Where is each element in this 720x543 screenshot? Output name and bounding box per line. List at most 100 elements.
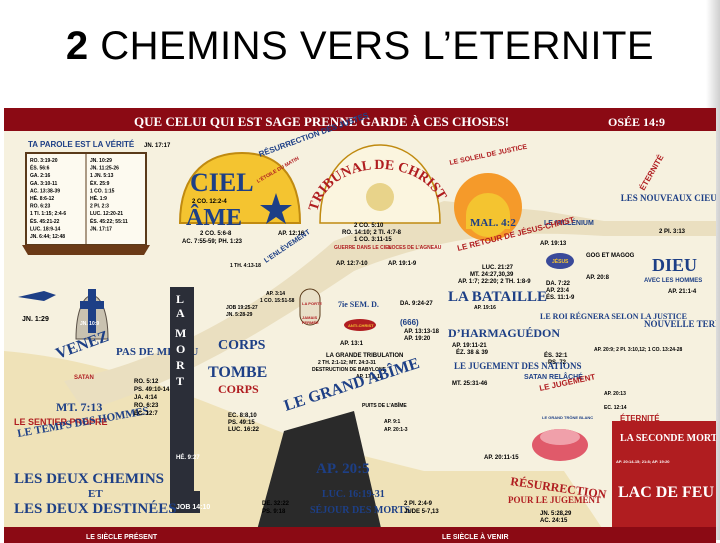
- da-7-22: DA. 7:22: [546, 281, 571, 287]
- trib-ref2: RO. 14:10; 2 TI. 4:7-8: [342, 230, 402, 236]
- svg-text:T: T: [176, 374, 184, 388]
- bible-ref-item: LUC. 18:9-14: [30, 226, 61, 232]
- cross-icon: [88, 289, 96, 333]
- ps-49-10: PS. 49:10-14: [134, 387, 170, 393]
- lac-ref: AP. 20:14-15; 21:8; AP. 19:20: [616, 459, 670, 464]
- ame-ref: 2 CO. 5:6-8: [200, 231, 232, 237]
- corps-label: CORPS: [218, 338, 266, 353]
- retour-ap: AP. 19:13: [540, 241, 567, 247]
- final-ap: AP. 20:11-15: [484, 455, 519, 461]
- ec-8-8: EC. 8:8,10: [228, 413, 257, 419]
- abime-block: LE GRAND ABÎME AP. 20:5 LUC. 16:19-31 SÉ…: [254, 353, 439, 541]
- grande-ref: 2 TH. 2:1-12; MT. 24:3-31: [318, 360, 376, 366]
- hebr-ref: HÉ. 9:27: [176, 453, 200, 461]
- ps-72: PS. 72: [548, 360, 567, 366]
- harm-ref: AP. 19:11-21: [452, 343, 487, 349]
- retour-ref2: MT. 24:27,30,39: [470, 272, 514, 278]
- tombe-label: TOMBE: [208, 364, 267, 381]
- chart-svg: QUE CELUI QUI EST SAGE PRENNE GARDE À CE…: [4, 111, 716, 543]
- bible-ref-item: JN. 6:44; 12:48: [30, 234, 65, 240]
- final-jn: JN. 5:28,29: [540, 511, 572, 517]
- bottom-bar: [4, 527, 716, 543]
- ap-20-13: AP. 20:13: [604, 391, 626, 397]
- lac-label: LAC DE FEU: [618, 484, 714, 501]
- ap-3-14: AP. 3:14: [266, 291, 285, 297]
- bible-ref-item: ÉS. 45:22; 55:11: [90, 217, 128, 225]
- ap-12-16: AP. 12:16: [278, 231, 305, 237]
- bible-ref-item: ÉS. 56:6: [30, 164, 50, 172]
- mal-ref: MAL. 4:2: [470, 217, 516, 229]
- pour-jugement: POUR LE JUGEMENT: [508, 495, 601, 505]
- title-number: 2: [65, 24, 89, 68]
- seconde-mort: LA SECONDE MORT: [620, 433, 716, 444]
- noces-label: NOCES DE L’AGNEAU: [388, 245, 442, 251]
- bible-ref: JN. 17:17: [144, 143, 171, 149]
- jude-5: JUDE 5-7,13: [404, 509, 439, 515]
- death-pillar: [170, 287, 194, 507]
- narrow-path: [64, 201, 716, 411]
- porte-label: LA PORTE: [302, 301, 322, 306]
- bataille-block: LA BATAILLE AP. 19:16 D’HARMAGUÉDON AP. …: [448, 289, 687, 387]
- ec-12-14: EC. 12:14: [604, 405, 627, 411]
- pointing-hand-icon: [18, 291, 56, 301]
- bible-ref-item: ÉS. 45:21-22: [30, 217, 60, 225]
- antichrist-badge: [344, 319, 376, 331]
- sejour-label: SÉJOUR DES MORTS: [310, 504, 411, 516]
- ps-49-15: PS. 49:15: [228, 420, 255, 426]
- jamais-label: JAMAIS: [302, 315, 317, 320]
- siecle-present: LE SIÈCLE PRÉSENT: [86, 532, 158, 541]
- antichrist-label: ANTI-CHRIST: [348, 323, 374, 328]
- trib-ref3: 1 CO. 3:11-15: [354, 237, 392, 243]
- svg-text:R: R: [176, 358, 185, 372]
- ap-13-13: AP. 13:13-18: [404, 329, 440, 335]
- sun-block: LE SOLEIL DE JUSTICE MAL. 4:2 LE MILLÉNI…: [449, 144, 594, 241]
- grande-trib: LA GRANDE TRIBULATION: [326, 353, 403, 359]
- bible-ref-item: AC. 13:38-39: [30, 188, 60, 194]
- jn-1-29: JN. 1:29: [22, 316, 49, 323]
- cieux-ref: 2 PI. 3:13: [659, 229, 686, 235]
- bible-block: TA PAROLE EST LA VÉRITÉ JN. 17:17 RO. 3:…: [22, 140, 171, 255]
- ap-19-20: AP. 19:20: [404, 336, 431, 342]
- siecle-venir: LE SIÈCLE À VENIR: [442, 532, 509, 541]
- dieu-label: DIEU: [652, 255, 697, 275]
- bible-ref-item: HÉ. 1:9: [90, 194, 107, 202]
- bible-ref-item: LUC. 12:20-21: [90, 211, 123, 217]
- ro-6-23: RO. 6:23: [134, 403, 159, 409]
- ciel-label: CIEL: [190, 168, 254, 197]
- bible-ref-item: HÉ. 8:6-12: [30, 194, 54, 202]
- bible-ref-item: 1 JN. 5:13: [90, 173, 114, 179]
- ec-12-7: EC. 12:7: [134, 411, 158, 417]
- luc-16: LUC. 16:19-31: [322, 489, 385, 500]
- gog-ref: AP. 20:8: [586, 275, 610, 281]
- svg-text:M: M: [175, 326, 186, 340]
- banner-ref: OSÉE 14:9: [608, 115, 665, 129]
- noces-ref: AP. 19:1-9: [388, 261, 417, 267]
- bible-title: TA PAROLE EST LA VÉRITÉ: [28, 140, 135, 149]
- slide-title: 2 CHEMINS VERS L’ETERNITE: [0, 22, 720, 70]
- gog-label: GOG ET MAGOG: [586, 253, 635, 259]
- dieu-ref: AP. 21:1-4: [668, 289, 697, 295]
- roi-ref: ÉS. 32:1: [544, 351, 568, 359]
- de-32: DE. 32:22: [262, 501, 290, 507]
- svg-text:O: O: [176, 342, 185, 356]
- sem-label: 7ie SEM. D.: [338, 300, 379, 309]
- terre-label: NOUVELLE TERRE: [644, 319, 716, 329]
- cieux-label: LES NOUVEAUX CIEUX: [621, 193, 716, 203]
- jugement-ref: MT. 25:31-46: [452, 381, 488, 387]
- ap-20-1: AP. 20:1-3: [384, 427, 408, 433]
- final-ac: AC. 24:15: [540, 518, 568, 524]
- ps-9-18: PS. 9:18: [262, 509, 286, 515]
- banner-bar: [4, 111, 716, 131]
- star-icon: [260, 193, 292, 224]
- ap-23-4: AP. 23:4: [546, 288, 570, 294]
- job-14-10: JOB 14:10: [176, 504, 210, 511]
- ap-13-1: AP. 13:1: [340, 341, 364, 347]
- jn-5-28: JN. 5:28-29: [226, 312, 253, 318]
- eternite-final: ÉTERNITÉ: [620, 414, 660, 423]
- cross-verse: JN. 10:9: [80, 321, 99, 327]
- mt-7-13: MT. 7:13: [56, 400, 102, 414]
- satan-relache: SATAN RELÂCHÉ: [524, 372, 583, 381]
- lake-of-fire: [612, 421, 716, 543]
- 1co-15: 1 CO. 15:51-58: [260, 298, 295, 304]
- mort-label: L: [176, 292, 184, 306]
